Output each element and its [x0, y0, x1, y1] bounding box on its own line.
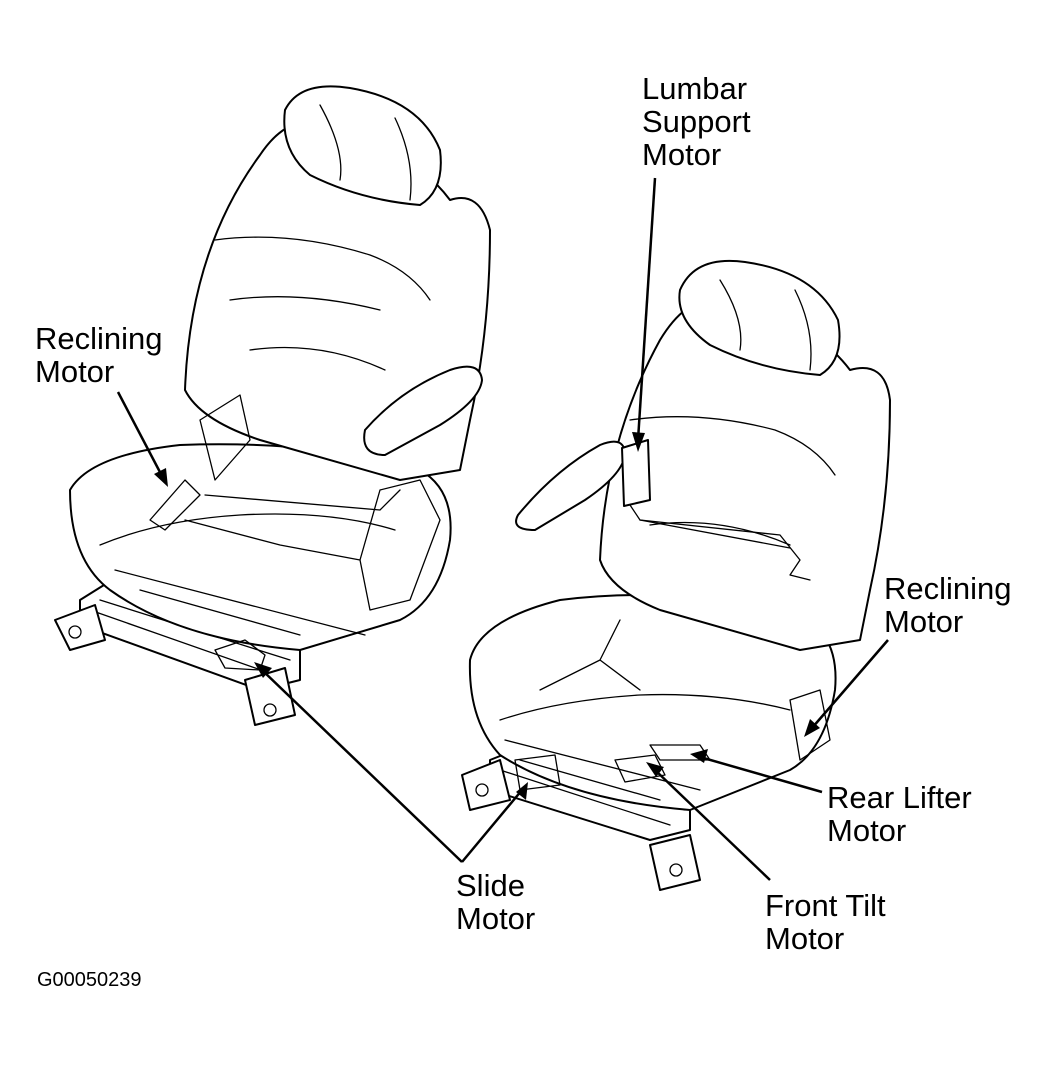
lumbar-leader: [636, 177, 657, 441]
right-seat: [461, 259, 891, 891]
right-seat-headrest: [678, 259, 841, 376]
reclining-right-line-1: Reclining: [884, 571, 1012, 606]
slide-leader-right: [461, 789, 523, 863]
left-seat: [54, 85, 491, 726]
front-tilt-leader: [654, 769, 771, 881]
right-seat-slide-motor-body: [514, 754, 561, 791]
reclining-left-leader: [116, 391, 164, 477]
right-seat-cushion: [468, 594, 837, 811]
lumbar-line-2: Support: [642, 104, 751, 139]
left-seat-slide-motor-body: [214, 639, 266, 671]
reclining-right-leader: [811, 639, 889, 729]
leader-lines: [116, 177, 889, 881]
rear-lifter-leader: [699, 755, 823, 794]
left-seat-armrest: [363, 365, 483, 456]
lumbar-line-1: Lumbar: [642, 71, 748, 106]
rear-lifter-motor-label: Rear Lifter Motor: [827, 781, 972, 847]
left-seat-front-foot: [54, 604, 106, 651]
lumbar-line-3: Motor: [642, 137, 722, 172]
rear-lifter-line-1: Rear Lifter: [827, 780, 972, 815]
figure-code: G00050239: [37, 969, 142, 991]
reclining-motor-left-label: Reclining Motor: [35, 322, 163, 388]
slide-line-1: Slide: [456, 868, 525, 903]
rear-lifter-line-2: Motor: [827, 813, 907, 848]
right-seat-front-tilt-body: [614, 754, 666, 783]
left-seat-recliner-bracket: [199, 394, 251, 481]
left-seat-headrest: [283, 85, 442, 206]
reclining-left-line-2: Motor: [35, 354, 115, 389]
right-seat-reclining-motor-body: [789, 689, 831, 761]
slide-leader-left: [261, 669, 463, 863]
front-tilt-arrowhead: [646, 762, 664, 777]
reclining-right-arrowhead: [804, 719, 820, 737]
reclining-right-line-2: Motor: [884, 604, 964, 639]
slide-right-arrowhead: [516, 782, 528, 800]
front-tilt-motor-label: Front Tilt Motor: [765, 889, 886, 955]
slide-motor-label: Slide Motor: [456, 869, 535, 935]
left-seat-reclining-motor-body: [149, 479, 201, 531]
slide-left-arrowhead: [254, 662, 272, 678]
front-tilt-line-2: Motor: [765, 921, 845, 956]
right-seat-lumbar-motor-body: [621, 439, 651, 507]
front-tilt-line-1: Front Tilt: [765, 888, 886, 923]
right-seat-rear-foot: [649, 834, 701, 891]
lumbar-support-motor-label: Lumbar Support Motor: [642, 72, 751, 171]
left-seat-cushion: [69, 443, 452, 651]
slide-line-2: Motor: [456, 901, 536, 936]
rear-lifter-arrowhead: [690, 749, 708, 763]
reclining-left-arrowhead: [154, 468, 168, 487]
reclining-left-line-1: Reclining: [35, 321, 163, 356]
lumbar-arrowhead: [632, 432, 645, 452]
reclining-motor-right-label: Reclining Motor: [884, 572, 1012, 638]
left-seat-rear-foot: [244, 667, 296, 726]
